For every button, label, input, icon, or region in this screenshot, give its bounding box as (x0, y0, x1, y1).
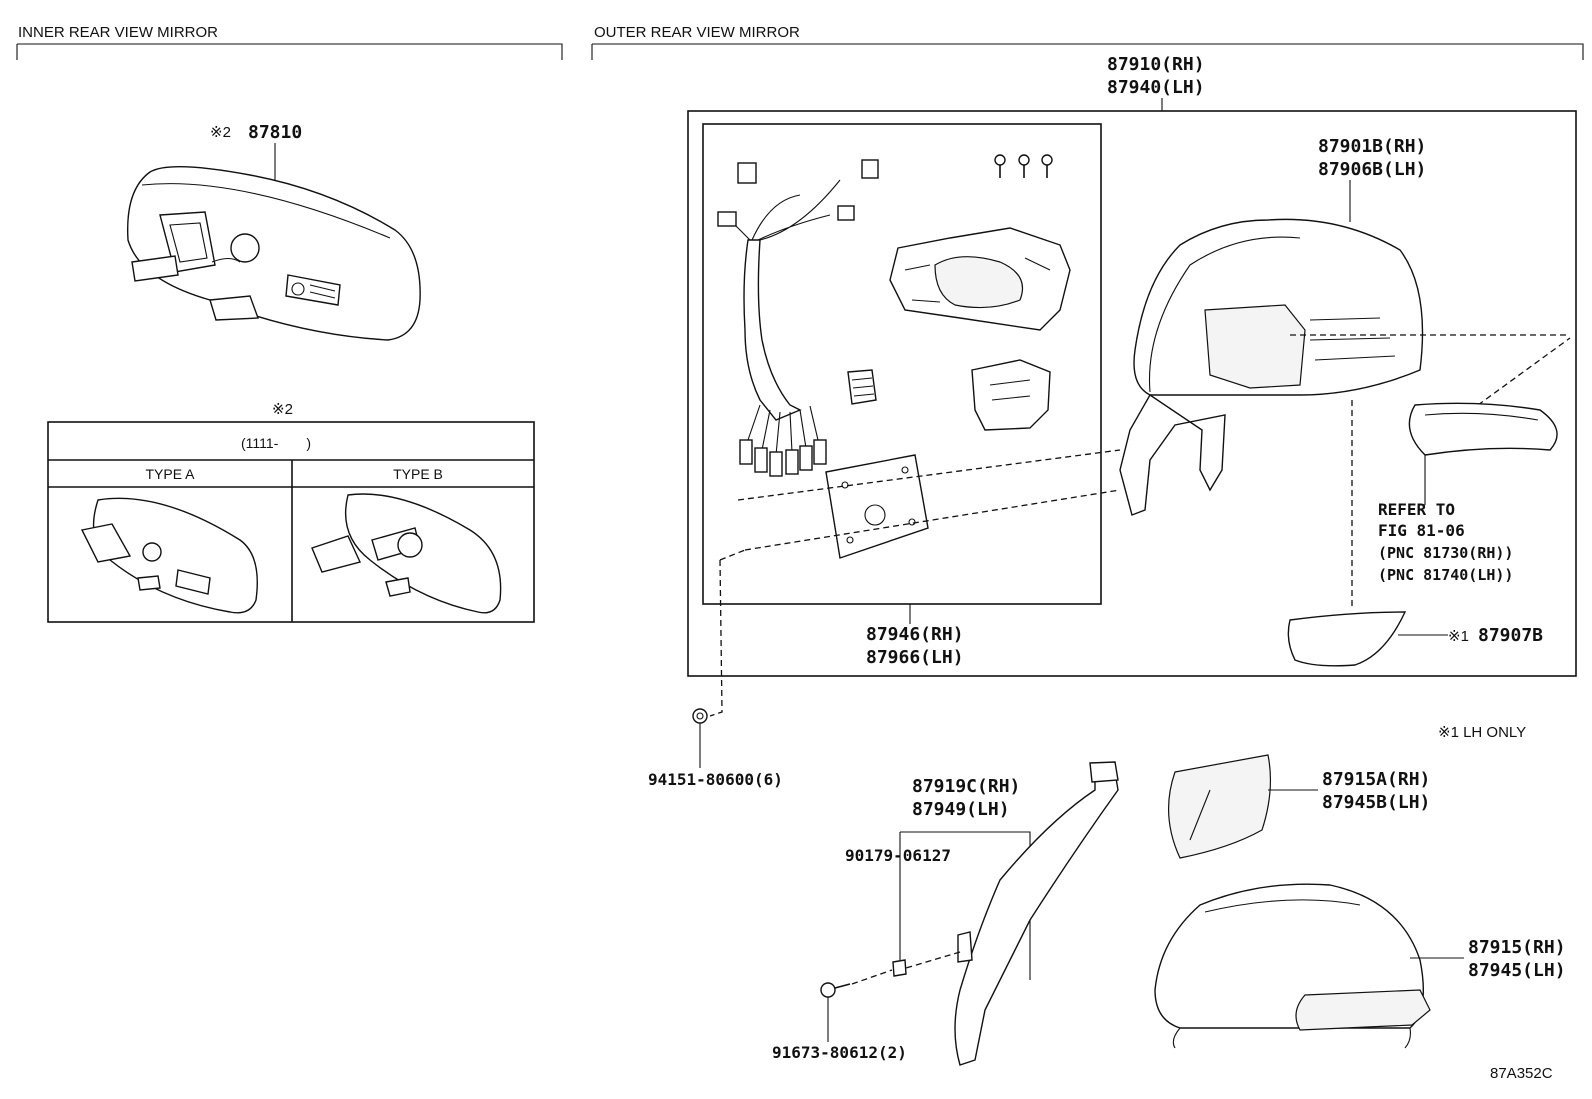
inner-section-bracket (16, 43, 563, 60)
mirror-glass-part-lh: 87945B(LH) (1322, 792, 1430, 813)
refer-line-1: REFER TO (1378, 500, 1455, 519)
inner-mirror-illustration (126, 165, 421, 341)
variant-table-mark: ※2 (272, 401, 293, 418)
mirror-sub-part-rh: 87901B(RH) (1318, 136, 1426, 157)
lower-cover-part-number: 87907B (1478, 625, 1543, 646)
nut-part-number: 94151-80600(6) (648, 770, 783, 789)
small-connector-illustration (847, 369, 877, 405)
type-b-mirror-illustration (311, 493, 502, 614)
mirror-housing-part-rh: 87915(RH) (1468, 937, 1566, 958)
screw-part-number: 91673-80612(2) (772, 1043, 907, 1062)
lower-cover-mark: ※1 (1448, 628, 1469, 645)
mirror-sub-assembly-illustration (1119, 218, 1571, 516)
mounting-dashed-lines (719, 449, 1121, 561)
lower-cover-illustration: ※1 87907B (1287, 400, 1543, 667)
nut-icon (692, 708, 708, 724)
assembly-part-rh: 87910(RH) (1107, 54, 1205, 75)
nut-callout: 94151-80600(6) (648, 559, 783, 789)
variant-type-a-label: TYPE A (145, 466, 195, 482)
stay-cover-bracket (899, 831, 1031, 980)
refer-line-3: (PNC 81730(RH)) (1378, 544, 1513, 562)
base-plate-illustration (825, 454, 929, 559)
variant-table: ※2 (1111- ) TYPE A TYPE B (47, 401, 535, 623)
screws-illustration (994, 154, 1053, 178)
wire-harness-illustration (717, 159, 879, 477)
mirror-sub-assembly-callout: 87901B(RH) 87906B(LH) (1318, 136, 1426, 222)
lh-only-note: ※1 LH ONLY (1438, 724, 1526, 741)
outer-section-header: OUTER REAR VIEW MIRROR (591, 24, 1584, 60)
inner-mirror-part-number: 87810 (248, 122, 302, 143)
variant-type-b-label: TYPE B (393, 466, 443, 482)
mirror-housing-part-lh: 87945(LH) (1468, 960, 1566, 981)
mirror-glass-part-rh: 87915A(RH) (1322, 769, 1430, 790)
refer-line-2: FIG 81-06 (1378, 521, 1465, 540)
inner-mirror-mark: ※2 (210, 124, 231, 141)
mirror-housing-callout: 87915(RH) 87945(LH) (1154, 883, 1566, 1049)
illustration-code: 87A352C (1490, 1065, 1553, 1082)
variant-table-range: (1111- ) (241, 435, 311, 451)
turn-signal-illustration: REFER TO FIG 81-06 (PNC 81730(RH)) (PNC … (1378, 402, 1558, 584)
clip-illustration (892, 959, 907, 977)
nut-dashed-line (709, 559, 723, 717)
inner-section-title: INNER REAR VIEW MIRROR (18, 24, 218, 41)
screw-icon (820, 982, 836, 998)
clip-part-number: 90179-06127 (845, 846, 951, 865)
harness-kit-part-rh: 87946(RH) (866, 624, 964, 645)
mirror-glass-callout: 87915A(RH) 87945B(LH) (1168, 754, 1430, 859)
stay-cover-part-rh: 87919C(RH) (912, 776, 1020, 797)
inner-section-header: INNER REAR VIEW MIRROR (16, 24, 563, 60)
outer-assembly-box (687, 110, 1577, 677)
assembly-part-lh: 87940(LH) (1107, 77, 1205, 98)
stay-cover-callout: 87919C(RH) 87949(LH) 90179-06127 (845, 776, 1031, 980)
refer-line-4: (PNC 81740(LH)) (1378, 566, 1513, 584)
type-a-mirror-illustration (80, 497, 258, 614)
outer-section-bracket (591, 43, 1584, 60)
harness-kit-callout: 87946(RH) 87966(LH) (866, 604, 964, 668)
mirror-sub-part-lh: 87906B(LH) (1318, 159, 1426, 180)
motor-bracket-illustration (971, 359, 1051, 431)
mirror-actuator-illustration (889, 227, 1071, 331)
screw-callout: 91673-80612(2) (772, 969, 907, 1062)
inner-mirror-callout: ※2 87810 (210, 122, 302, 180)
harness-kit-part-lh: 87966(LH) (866, 647, 964, 668)
stay-cover-illustration (905, 761, 1119, 1066)
stay-cover-part-lh: 87949(LH) (912, 799, 1010, 820)
outer-assembly-callout: 87910(RH) 87940(LH) (1107, 54, 1205, 111)
harness-kit-box (702, 123, 1102, 605)
outer-section-title: OUTER REAR VIEW MIRROR (594, 24, 800, 41)
